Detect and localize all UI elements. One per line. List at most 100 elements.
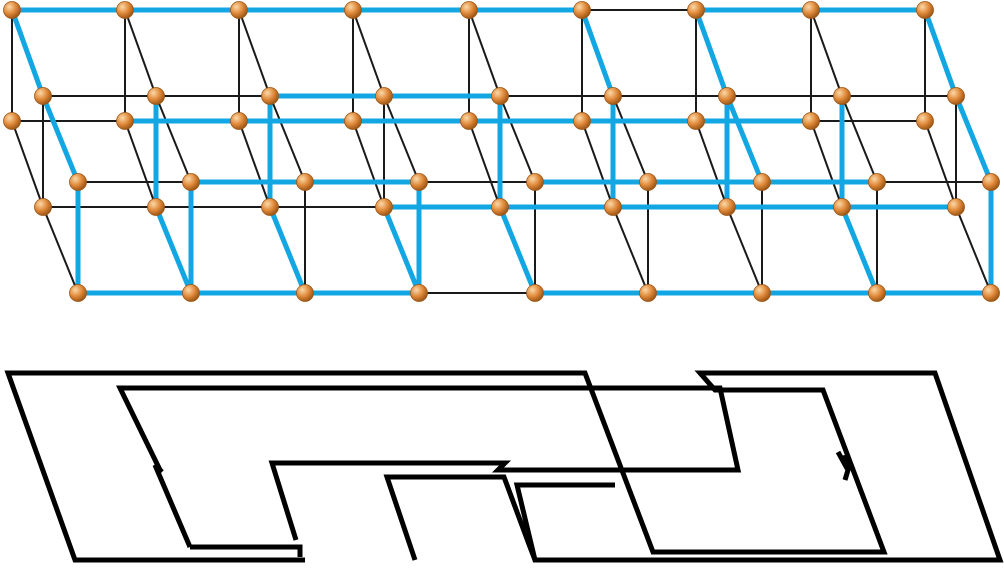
lattice-edge — [468, 9, 501, 97]
lattice-node — [147, 87, 165, 105]
lattice-node — [375, 198, 393, 216]
lattice-edge — [124, 9, 157, 97]
lattice-node — [116, 1, 134, 19]
lattice-node — [410, 284, 428, 302]
lattice-node — [947, 87, 965, 105]
lattice-node — [116, 112, 134, 130]
lattice-edge — [726, 206, 763, 294]
lattice-node — [34, 198, 52, 216]
path-segment — [267, 204, 308, 296]
lattice-edge — [42, 206, 79, 294]
lattice-edge — [955, 206, 992, 294]
path-segment — [497, 204, 538, 296]
knot-strand — [115, 385, 742, 541]
lattice-node — [604, 87, 622, 105]
lattice-node — [230, 1, 248, 19]
knot-strand — [190, 544, 303, 557]
lattice-node — [753, 284, 771, 302]
path-segment — [9, 7, 46, 99]
knot-strand — [4, 370, 1004, 563]
lattice-node — [687, 1, 705, 19]
lattice-node — [718, 198, 736, 216]
lattice-node — [947, 198, 965, 216]
lattice-node — [410, 173, 428, 191]
lattice-node — [344, 112, 362, 130]
lattice-node — [261, 87, 279, 105]
path-segment — [724, 93, 765, 185]
lattice-edge — [810, 120, 843, 208]
lattice-node — [147, 198, 165, 216]
lattice-node — [802, 1, 820, 19]
lattice-edge — [499, 95, 536, 183]
lattice-node — [491, 87, 509, 105]
knot-projection — [4, 370, 1004, 563]
lattice-edge — [238, 120, 271, 208]
lattice-node — [868, 173, 886, 191]
lattice-node — [375, 87, 393, 105]
lattice-edge — [383, 95, 420, 183]
lattice-node — [802, 112, 820, 130]
path-segment — [381, 204, 422, 296]
hamiltonian-path — [9, 7, 994, 296]
lattice-node — [573, 112, 591, 130]
lattice-node — [460, 1, 478, 19]
lattice-node — [296, 173, 314, 191]
path-segment — [953, 93, 994, 185]
lattice-node — [916, 112, 934, 130]
lattice-node — [491, 198, 509, 216]
lattice-node — [182, 284, 200, 302]
lattice-node — [296, 284, 314, 302]
lattice-node — [344, 1, 362, 19]
path-segment — [40, 93, 81, 185]
lattice-node — [460, 112, 478, 130]
lattice-edge — [352, 9, 385, 97]
lattice-node — [182, 173, 200, 191]
lattice-edge — [11, 120, 44, 208]
lattice-edge — [810, 9, 843, 97]
lattice-edge — [695, 120, 728, 208]
lattice-node — [573, 1, 591, 19]
lattice-edge — [238, 9, 271, 97]
lattice-edge — [841, 95, 878, 183]
knot-strand — [383, 474, 538, 561]
lattice-node — [526, 284, 544, 302]
path-segment — [579, 7, 616, 99]
lattice-node — [916, 1, 934, 19]
lattice-edge — [155, 95, 192, 183]
lattice-node — [982, 173, 1000, 191]
lattice-node — [639, 173, 657, 191]
lattice-edge — [612, 206, 649, 294]
lattice-edge — [924, 120, 957, 208]
knot-strand — [835, 450, 851, 481]
lattice-node — [982, 284, 1000, 302]
lattice-node — [833, 87, 851, 105]
knot-strand — [152, 463, 193, 548]
lattice-node — [718, 87, 736, 105]
lattice-nodes — [3, 1, 1000, 302]
path-segment — [922, 7, 959, 99]
lattice-node — [687, 112, 705, 130]
lattice-node — [833, 198, 851, 216]
lattice-node — [69, 284, 87, 302]
lattice-node — [604, 198, 622, 216]
lattice-node — [230, 112, 248, 130]
path-segment — [153, 204, 194, 296]
lattice-edge — [581, 120, 614, 208]
lattice-edge — [468, 120, 501, 208]
lattice-node — [639, 284, 657, 302]
lattice-node — [3, 112, 21, 130]
path-segment — [839, 204, 880, 296]
lattice-node — [526, 173, 544, 191]
lattice-edge — [352, 120, 385, 208]
lattice-node — [69, 173, 87, 191]
lattice-node — [868, 284, 886, 302]
lattice-node — [753, 173, 771, 191]
lattice-edge — [612, 95, 649, 183]
lattice-node — [261, 198, 279, 216]
lattice-edge — [124, 120, 157, 208]
lattice-edge — [269, 95, 306, 183]
lattice-node — [34, 87, 52, 105]
lattice-node — [3, 1, 21, 19]
